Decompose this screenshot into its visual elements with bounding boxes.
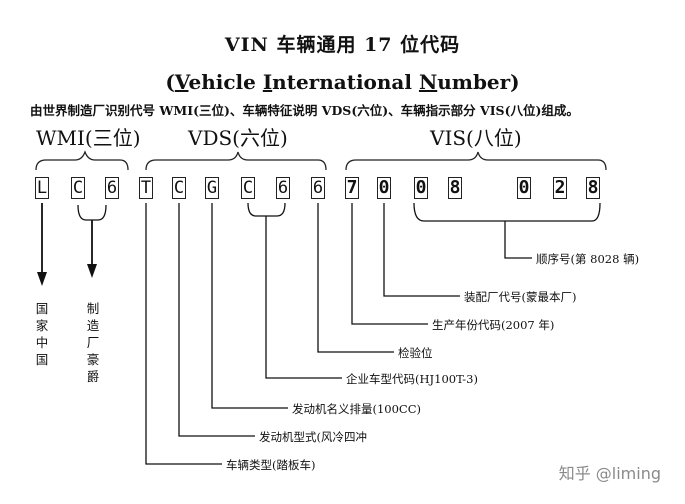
sequence-leader [504, 221, 532, 259]
subtitle-word-international: nternational [272, 70, 419, 94]
country-arrowhead [37, 272, 47, 286]
watermark: 知乎 @liming [558, 464, 661, 483]
vds-brace [145, 151, 327, 171]
vehicle-type-annotation: 车辆类型(踏板车) [226, 458, 316, 472]
vin-char-1: L [35, 177, 49, 199]
vin-char-15: 2 [553, 177, 567, 199]
vin-char-14: 0 [517, 177, 531, 199]
subtitle-initial-v: V [174, 70, 189, 94]
subtitle-word-number: umber) [437, 70, 520, 94]
vin-char-9: 6 [311, 177, 325, 199]
sequence-bracket [413, 202, 601, 222]
manufacturer-arrowhead [87, 264, 97, 278]
vin-char-12: 0 [414, 177, 428, 199]
vehicle-type-leader [145, 203, 222, 465]
wmi-group-label: WMI(三位) [36, 126, 141, 150]
subtitle-initial-i: I [262, 70, 273, 94]
diagram-title: VIN 车辆通用 17 位代码 [224, 34, 461, 56]
engine-type-leader [178, 203, 255, 437]
vds-group-label: VDS(六位) [188, 126, 288, 150]
vin-char-7: C [241, 177, 255, 199]
displacement-leader [211, 203, 288, 409]
model-leader [265, 216, 342, 379]
vin-char-11: 0 [377, 177, 391, 199]
displacement-annotation: 发动机名义排量(100CC) [292, 402, 422, 416]
sequence-annotation: 顺序号(第 8028 辆) [536, 252, 640, 266]
year-leader [351, 203, 428, 325]
vin-char-13: 8 [448, 177, 462, 199]
manufacturer-bracket [77, 204, 107, 221]
diagram-subtitle: (Vehicle International Number) [0, 70, 685, 94]
wmi-brace [35, 150, 129, 171]
subtitle-initial-n: N [418, 70, 438, 94]
manufacturer-label: 制造厂豪爵 [86, 301, 100, 384]
check-leader [317, 203, 394, 353]
engine-type-annotation: 发动机型式(风冷四冲 [259, 430, 367, 444]
model-bracket [247, 202, 286, 217]
check-annotation: 检验位 [398, 346, 433, 360]
model-annotation: 企业车型代码(HJ100T-3) [346, 372, 478, 386]
year-annotation: 生产年份代码(2007 年) [432, 318, 555, 332]
plant-leader [383, 203, 460, 297]
vin-char-3: 6 [105, 177, 119, 199]
country-label: 国家中国 [35, 301, 49, 367]
vis-group-label: VIS(八位) [430, 126, 522, 150]
vin-char-16: 8 [586, 177, 600, 199]
vin-char-8: 6 [276, 177, 290, 199]
vin-char-2: C [71, 177, 85, 199]
plant-annotation: 装配厂代号(蒙最本厂) [464, 290, 577, 304]
subtitle-open: ( [165, 70, 175, 94]
subtitle-word-vehicle: ehicle [188, 70, 263, 94]
composition-description: 由世界制造厂识别代号 WMI(三位)、车辆特征说明 VDS(六位)、车辆指示部分… [30, 103, 579, 118]
vin-char-6: G [205, 177, 219, 199]
vin-char-4: T [139, 177, 153, 199]
vis-brace [345, 151, 607, 171]
vin-char-10: 7 [345, 177, 359, 199]
vin-char-5: C [172, 177, 186, 199]
